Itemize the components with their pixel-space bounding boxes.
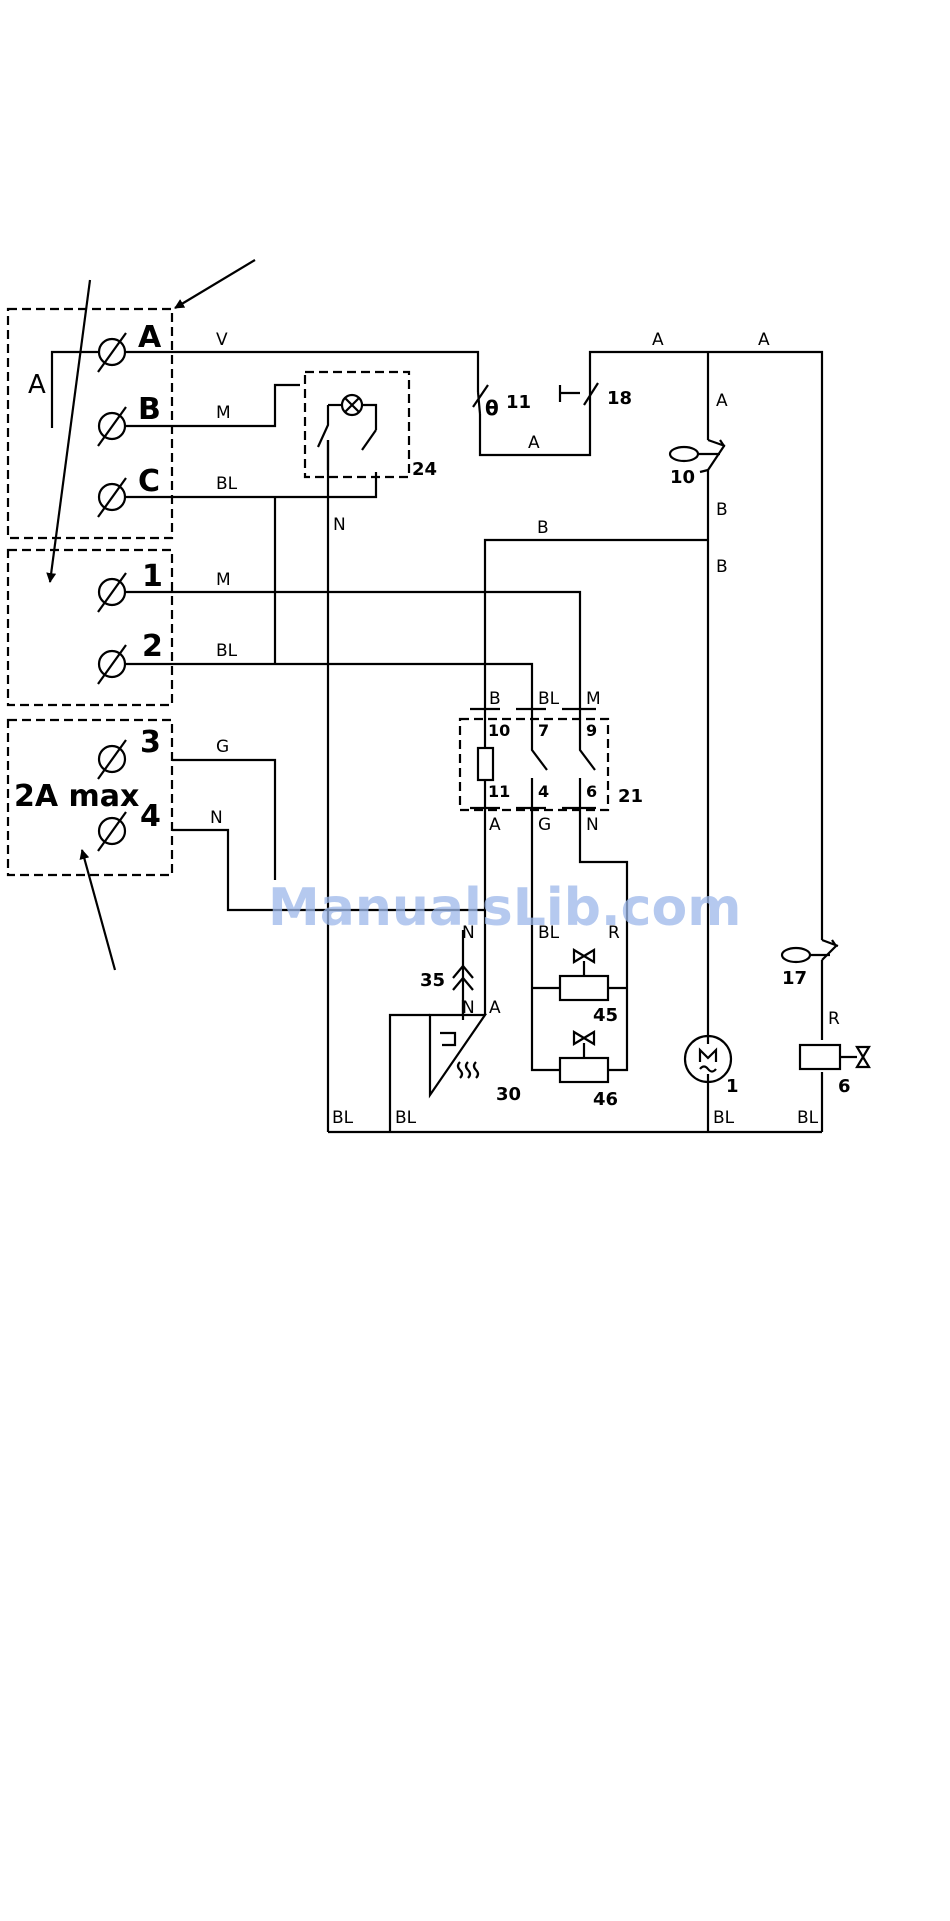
component-6-label: 6 xyxy=(838,1076,851,1097)
wire-label-b: B xyxy=(716,557,728,577)
wire-label-bl: BL xyxy=(216,641,238,661)
wire-label-bl: BL xyxy=(713,1108,735,1128)
wire-label-a: A xyxy=(489,815,501,835)
component-10-label: 10 xyxy=(670,467,695,488)
terminal-c-symbol xyxy=(98,478,126,517)
wire-label-a: A xyxy=(652,330,664,350)
wire-label-n: N xyxy=(210,808,223,828)
wire-label-r: R xyxy=(828,1009,840,1029)
wire-label-b: B xyxy=(716,500,728,520)
terminal-a-symbol xyxy=(98,333,126,372)
rating-label: 2A max xyxy=(14,779,139,814)
terminal-1-symbol xyxy=(98,573,126,612)
wire-label-bl: BL xyxy=(332,1108,354,1128)
pin-label: 11 xyxy=(488,782,510,801)
pin-label: 6 xyxy=(586,782,597,801)
switch-18 xyxy=(560,383,598,407)
wire-label-m: M xyxy=(216,403,231,423)
pressure-switch-17 xyxy=(782,940,838,962)
component-17-label: 17 xyxy=(782,968,807,989)
component-18-label: 18 xyxy=(607,388,632,409)
block-switch-label: A xyxy=(28,370,46,400)
wire-label-g: G xyxy=(538,815,551,835)
terminal-3-label: 3 xyxy=(140,725,161,760)
wire-label-a: A xyxy=(528,433,540,453)
pointer-arrow xyxy=(175,260,255,308)
component-46-label: 46 xyxy=(593,1089,618,1110)
component-1-label: 1 xyxy=(726,1076,739,1097)
pointer-arrow xyxy=(82,850,115,970)
wire-label-n: N xyxy=(333,515,346,535)
terminal-4-label: 4 xyxy=(140,799,161,834)
wire-label-bl: BL xyxy=(216,474,238,494)
wire-label-bl: BL xyxy=(538,689,560,709)
component-21-label: 21 xyxy=(618,786,643,807)
wire-label-m: M xyxy=(216,570,231,590)
wire-label-n: N xyxy=(462,998,475,1018)
terminal-b-symbol xyxy=(98,407,126,446)
wire-label-bl: BL xyxy=(395,1108,417,1128)
component-30-label: 30 xyxy=(496,1084,521,1105)
heater-30 xyxy=(430,1000,485,1095)
terminal-c-label: C xyxy=(138,464,160,499)
component-35-label: 35 xyxy=(420,970,445,991)
component-24-label: 24 xyxy=(412,459,437,480)
terminal-2-label: 2 xyxy=(142,629,163,664)
pointer-arrow xyxy=(50,280,90,582)
wire-label-m: M xyxy=(586,689,601,709)
wire-label-bl: BL xyxy=(797,1108,819,1128)
terminal-a-label: A xyxy=(138,320,162,355)
wire-label-b: B xyxy=(489,689,501,709)
solenoid-6 xyxy=(800,1045,869,1069)
terminal-b-label: B xyxy=(138,392,161,427)
component-11-label: 11 xyxy=(506,392,531,413)
terminal-4-symbol xyxy=(98,812,126,851)
wire-label-v: V xyxy=(216,330,228,350)
wire-label-n: N xyxy=(586,815,599,835)
valve-46 xyxy=(560,1032,608,1082)
wire-label-b: B xyxy=(537,518,549,538)
terminal-2-symbol xyxy=(98,645,126,684)
wire-label-a: A xyxy=(758,330,770,350)
terminal-3-symbol xyxy=(98,740,126,779)
pin-label: 9 xyxy=(586,721,597,740)
pin-label: 4 xyxy=(538,782,549,801)
wire-label-g: G xyxy=(216,737,229,757)
theta-symbol: θ xyxy=(485,396,499,420)
pilot-lamp-24 xyxy=(305,372,409,477)
watermark: ManualsLib.com xyxy=(268,878,741,938)
terminal-1-label: 1 xyxy=(142,559,163,594)
pin-label: 7 xyxy=(538,721,549,740)
wire-label-a: A xyxy=(489,998,501,1018)
pin-label: 10 xyxy=(488,721,510,740)
component-45-label: 45 xyxy=(593,1005,618,1026)
valve-45 xyxy=(560,950,608,1000)
wire-label-a: A xyxy=(716,391,728,411)
